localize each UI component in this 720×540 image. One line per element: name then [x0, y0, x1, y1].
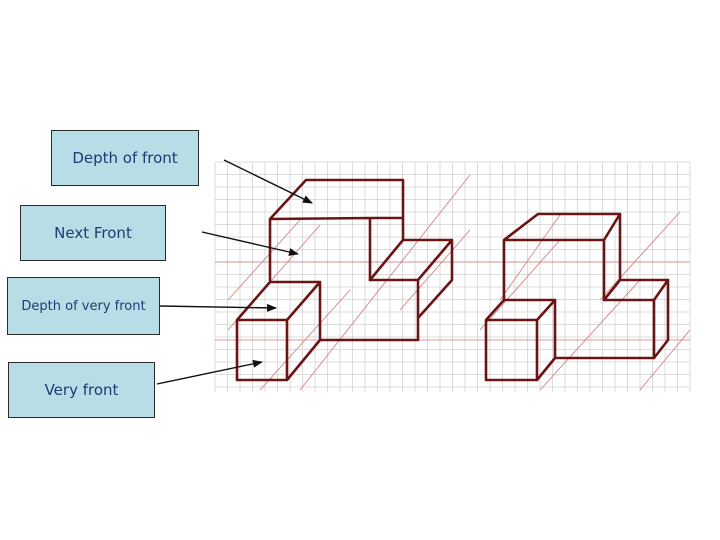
arrow-depth-of-front [223, 159, 313, 204]
left-top-block [268, 178, 405, 282]
arrow-depth-of-very-front [159, 303, 277, 312]
label-next-front: Next Front [20, 205, 166, 261]
construction-line [539, 279, 641, 391]
label-depth-of-front-text: Depth of front [72, 149, 178, 167]
right-front-cube [484, 298, 557, 382]
left-front-cube [235, 280, 322, 382]
label-depth-of-very-front-text: Depth of very front [21, 298, 146, 314]
construction-lines [215, 174, 691, 391]
construction-line [499, 214, 561, 301]
label-depth-of-front: Depth of front [51, 130, 199, 186]
construction-line [399, 229, 471, 311]
construction-line [599, 211, 681, 301]
right-step [553, 278, 670, 360]
construction-line [479, 239, 561, 331]
arrow-very-front [156, 359, 263, 385]
arrow-next-front [201, 231, 299, 256]
left-shape [235, 178, 454, 382]
label-next-front-text: Next Front [54, 224, 132, 242]
left-right-step [318, 238, 454, 342]
construction-line [299, 174, 471, 391]
label-very-front: Very front [8, 362, 155, 418]
construction-line [227, 219, 301, 301]
label-depth-of-very-front: Depth of very front [7, 277, 160, 335]
label-very-front-text: Very front [44, 381, 119, 399]
right-shape [484, 212, 670, 382]
